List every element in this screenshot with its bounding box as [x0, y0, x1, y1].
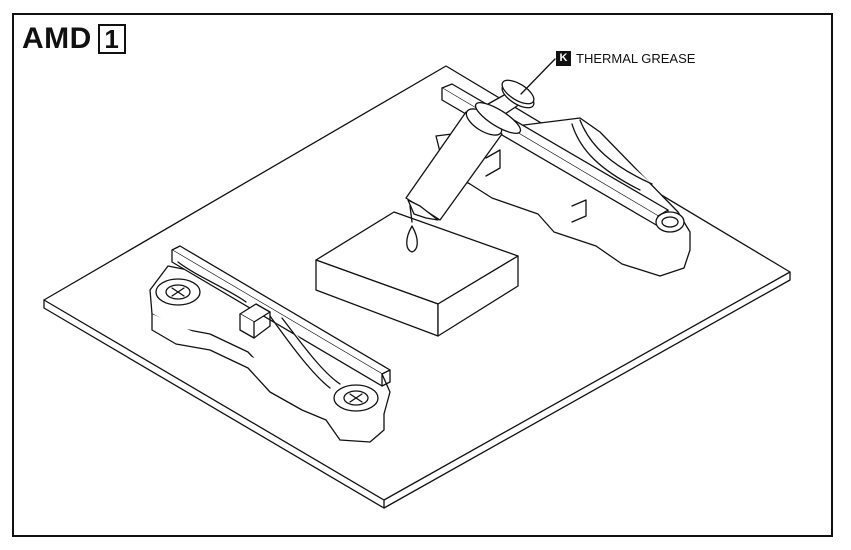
thermal-grease-syringe: [406, 76, 538, 222]
retention-bracket-left: [150, 246, 390, 442]
callout-leader-line: [521, 59, 555, 94]
callout-label: THERMAL GREASE: [576, 50, 696, 66]
cpu-processor: [316, 212, 518, 336]
thermal-grease-callout: K THERMAL GREASE: [556, 50, 695, 66]
thermal-grease-drop: [407, 226, 418, 252]
diagram-title: AMD 1: [22, 22, 126, 56]
callout-key-badge: K: [556, 50, 571, 66]
brand-label: AMD: [22, 22, 92, 55]
step-number-badge: 1: [97, 24, 126, 54]
